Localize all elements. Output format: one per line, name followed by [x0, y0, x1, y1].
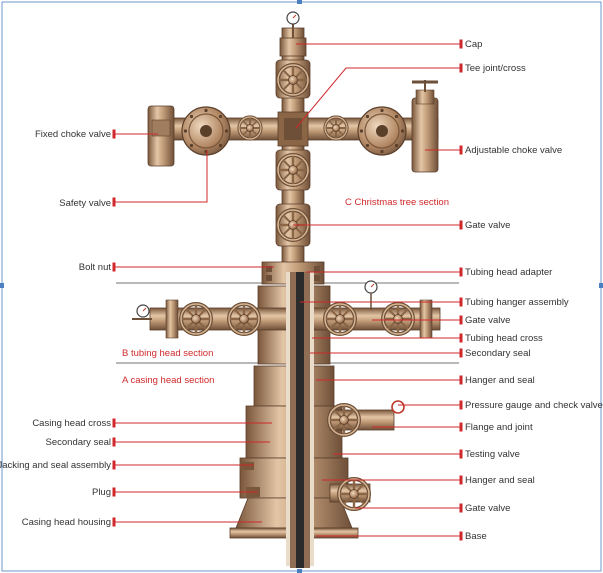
label-casing-head-housing: Casing head housing: [21, 517, 111, 528]
label-secondary-seal-left: Secondary seal: [45, 437, 111, 448]
section-label-casing-head: A casing head section: [122, 375, 215, 386]
section-label-tubing-head: B tubing head section: [122, 348, 214, 359]
label-fixed-choke-valve: Fixed choke valve: [34, 129, 111, 140]
label-adjustable-choke-valve: Adjustable choke valve: [465, 145, 563, 156]
section-label-christmas-tree: C Christmas tree section: [345, 197, 450, 208]
label-gate-valve-casing: Gate valve: [465, 503, 511, 514]
label-gate-valve-tubing: Gate valve: [465, 315, 511, 326]
label-safety-valve: Safety valve: [59, 198, 111, 209]
label-plug: Plug: [91, 487, 111, 498]
label-tubing-head-adapter: Tubing head adapter: [465, 267, 553, 278]
label-jacking-and-seal-assembly: Jacking and seal assembly: [0, 460, 111, 471]
label-gate-valve-tree: Gate valve: [465, 220, 511, 231]
label-secondary-seal-right: Secondary seal: [465, 348, 531, 359]
label-base: Base: [465, 531, 487, 542]
label-tubing-hanger-assembly: Tubing hanger assembly: [465, 297, 569, 308]
label-bolt-nut: Bolt nut: [78, 262, 111, 273]
label-hanger-and-seal-upper: Hanger and seal: [465, 375, 535, 386]
label-testing-valve: Testing valve: [465, 449, 520, 460]
label-casing-head-cross: Casing head cross: [32, 418, 111, 429]
label-tubing-head-cross: Tubing head cross: [465, 333, 543, 344]
label-hanger-and-seal-lower: Hanger and seal: [465, 475, 535, 486]
label-flange-and-joint: Flange and joint: [465, 422, 533, 433]
label-cap: Cap: [465, 39, 483, 50]
label-pressure-gauge-check-valve: Pressure gauge and check valve: [465, 400, 603, 411]
label-tee-joint-cross: Tee joint/cross: [465, 63, 526, 74]
